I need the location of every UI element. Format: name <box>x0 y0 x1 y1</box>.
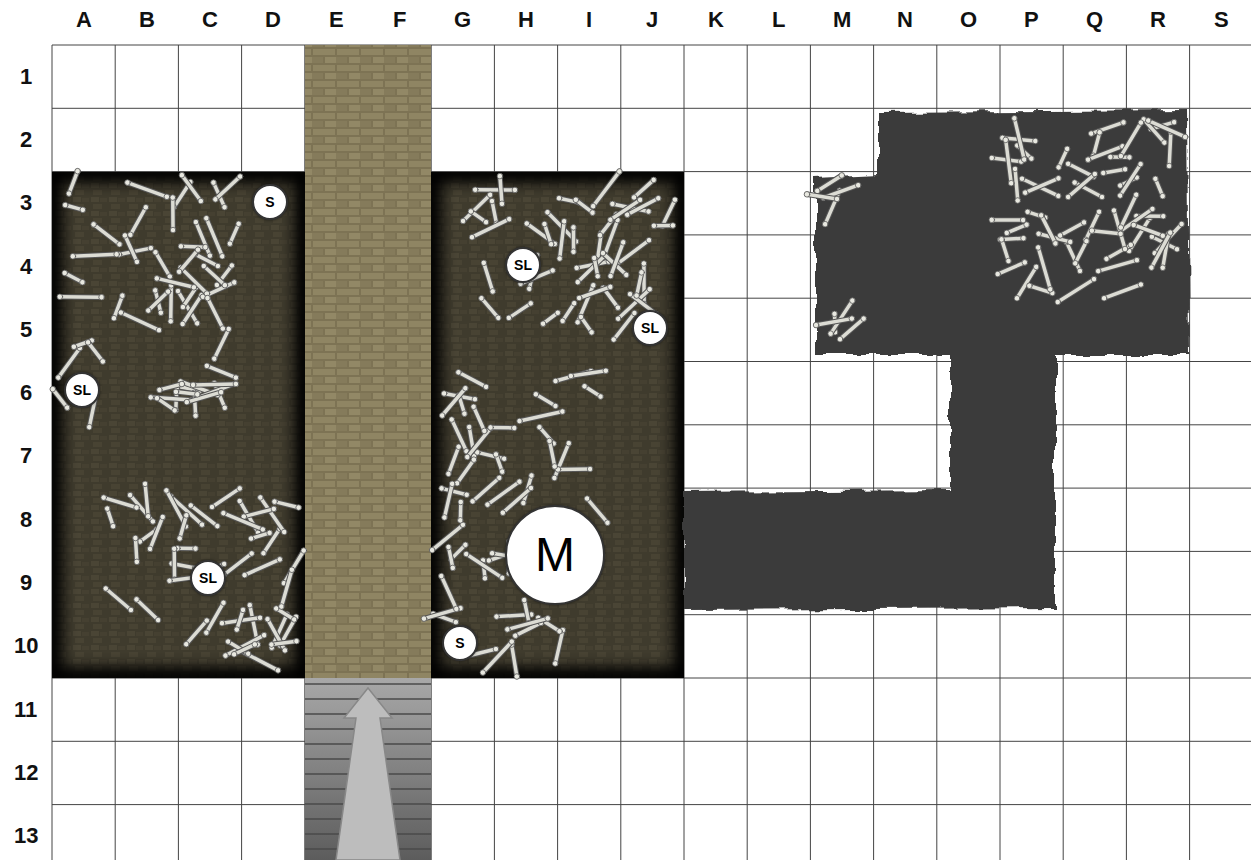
column-letter: C <box>202 9 218 31</box>
corridor <box>305 45 431 678</box>
column-letter: B <box>139 9 155 31</box>
token-label: S <box>455 636 464 650</box>
row-number: 4 <box>20 256 32 278</box>
column-letter: E <box>329 9 344 31</box>
left-room <box>52 172 305 678</box>
row-number: 6 <box>20 382 32 404</box>
column-letter: I <box>586 9 592 31</box>
creature-token: S <box>442 625 478 661</box>
column-letter: J <box>646 9 658 31</box>
row-number: 2 <box>20 129 32 151</box>
row-number: 1 <box>20 66 32 88</box>
token-label: SL <box>641 321 659 335</box>
token-label: SL <box>199 571 217 585</box>
column-letter: M <box>833 9 851 31</box>
row-number: 9 <box>20 572 32 594</box>
column-letter: G <box>454 9 471 31</box>
creature-token: SL <box>632 310 668 346</box>
cave <box>684 110 1190 610</box>
column-letter: L <box>772 9 785 31</box>
column-letter: P <box>1024 9 1039 31</box>
column-letter: F <box>393 9 406 31</box>
column-letter: A <box>76 9 92 31</box>
column-letter: O <box>960 9 977 31</box>
creature-token: SL <box>505 247 541 283</box>
monster-token: M <box>505 505 605 605</box>
column-letter: K <box>708 9 724 31</box>
column-letter: H <box>518 9 534 31</box>
column-letter: S <box>1214 9 1229 31</box>
row-number: 8 <box>20 509 32 531</box>
creature-token: SL <box>64 372 100 408</box>
column-letter: D <box>265 9 281 31</box>
creature-token: S <box>252 184 288 220</box>
row-number: 10 <box>14 635 38 657</box>
row-number: 13 <box>14 825 38 847</box>
token-label: M <box>535 531 575 579</box>
creature-token: SL <box>190 560 226 596</box>
row-number: 7 <box>20 445 32 467</box>
token-label: SL <box>73 383 91 397</box>
row-number: 12 <box>14 762 38 784</box>
stairs <box>305 678 431 860</box>
row-number: 3 <box>20 192 32 214</box>
column-letter: N <box>897 9 913 31</box>
token-label: S <box>265 195 274 209</box>
right-room <box>431 172 684 678</box>
column-letter: R <box>1150 9 1166 31</box>
token-label: SL <box>514 258 532 272</box>
row-number: 5 <box>20 319 32 341</box>
row-number: 11 <box>14 699 37 721</box>
column-letter: Q <box>1086 9 1103 31</box>
